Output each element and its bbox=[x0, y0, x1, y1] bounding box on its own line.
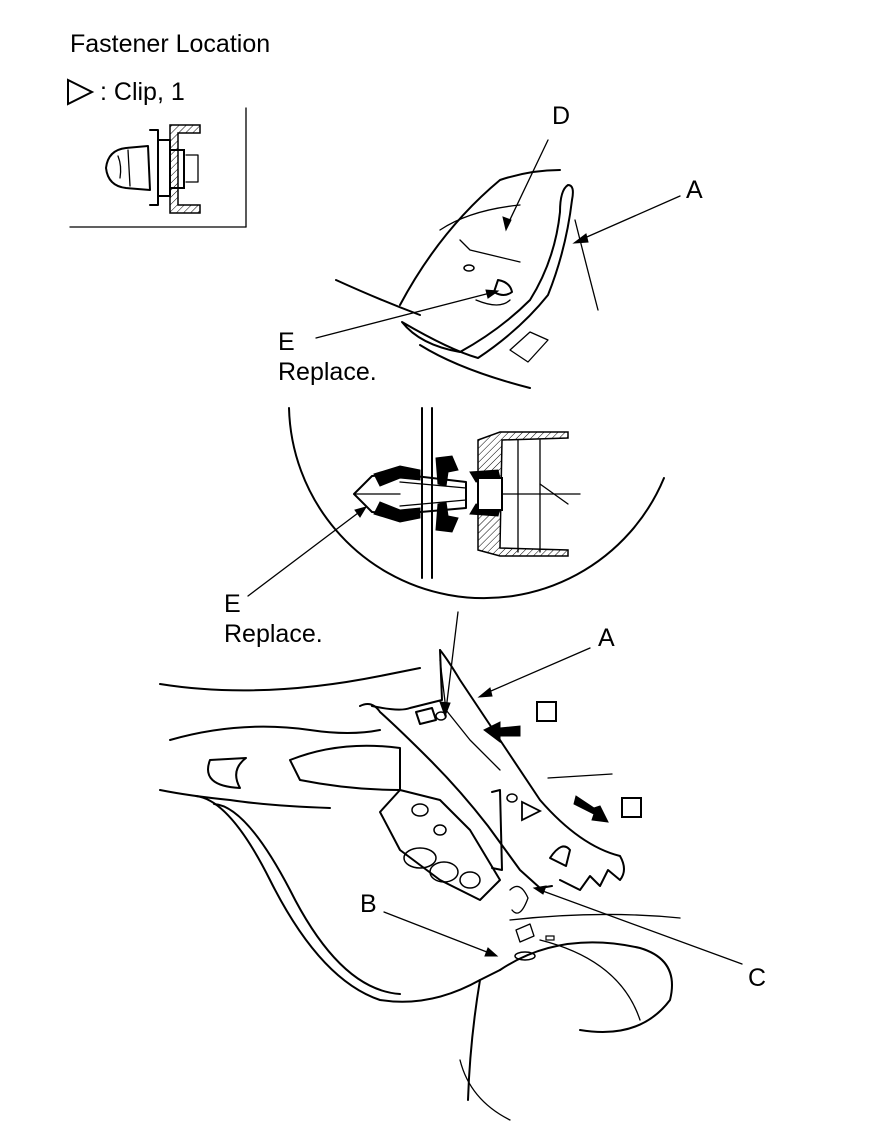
label-c: C bbox=[748, 964, 766, 992]
legend-text: : Clip, 1 bbox=[100, 78, 185, 106]
leader-a-top bbox=[579, 195, 681, 241]
label-e-mid: E bbox=[224, 590, 241, 618]
leader-a-low bbox=[483, 647, 591, 695]
label-a-low: A bbox=[598, 624, 615, 652]
removal-arrow-left bbox=[483, 721, 521, 743]
leader-e-mid bbox=[247, 509, 363, 597]
arrowhead-b bbox=[484, 947, 499, 957]
leader-e-top bbox=[315, 291, 495, 339]
arrowhead-e-mid bbox=[354, 506, 368, 518]
leader-c bbox=[539, 889, 743, 965]
leader-b bbox=[383, 911, 493, 955]
label-d: D bbox=[552, 102, 570, 130]
arrowhead-e-top bbox=[485, 289, 500, 299]
clip-location-triangle bbox=[521, 800, 543, 822]
arrowhead-a-low bbox=[477, 687, 493, 698]
detail-pointer-line bbox=[445, 611, 459, 711]
clip-detail-inset bbox=[69, 107, 247, 228]
arrowhead-d bbox=[502, 216, 512, 232]
label-replace-mid: Replace. bbox=[224, 620, 323, 648]
arrowhead-c bbox=[532, 885, 547, 895]
magnified-clip-detail bbox=[288, 407, 665, 600]
lower-vehicle-view bbox=[159, 649, 681, 1121]
removal-arrow-down bbox=[573, 795, 609, 823]
label-a-top: A bbox=[686, 176, 703, 204]
triangle-outline-icon bbox=[67, 78, 95, 106]
leader-d bbox=[505, 139, 549, 229]
label-e-top: E bbox=[278, 328, 295, 356]
upper-trim-view bbox=[335, 169, 599, 389]
label-replace-top: Replace. bbox=[278, 358, 377, 386]
arrowhead-a-top bbox=[572, 233, 589, 244]
checkbox-1[interactable] bbox=[536, 701, 557, 722]
checkbox-2[interactable] bbox=[621, 797, 642, 818]
diagram-title: Fastener Location bbox=[70, 30, 270, 58]
label-b: B bbox=[360, 890, 377, 918]
